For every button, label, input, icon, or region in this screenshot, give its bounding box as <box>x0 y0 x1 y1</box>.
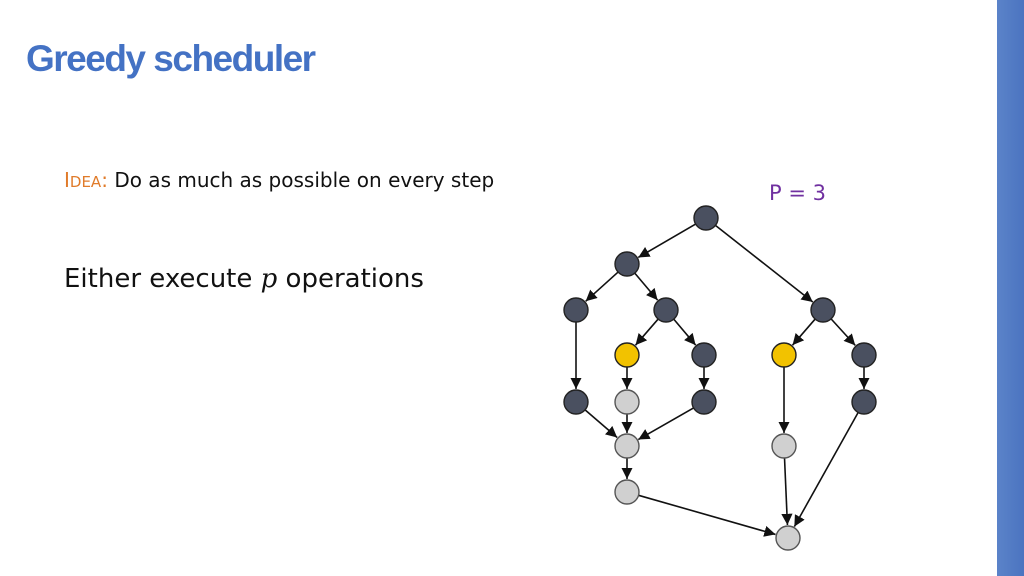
accent-sidebar <box>997 0 1024 576</box>
dag-node-final-pending <box>775 525 801 551</box>
processor-count-label: P = 3 <box>769 181 826 205</box>
dag-edge-J2-final <box>638 494 776 537</box>
dag-node-L-done <box>614 251 640 277</box>
dag-node-LRb2-done <box>691 389 717 415</box>
dag-edge-L-LR <box>634 272 659 301</box>
idea-text: Do as much as possible on every step <box>114 168 495 192</box>
dag-edge-R-RL <box>791 318 816 346</box>
idea-label-smallcaps: DEA <box>69 173 102 191</box>
idea-line: IDEA: Do as much as possible on every st… <box>64 168 494 192</box>
dag-edge-RL2-final <box>781 457 793 526</box>
dag-edge-LRb2-J1 <box>637 407 694 441</box>
dag-node-RL2-pending <box>771 433 797 459</box>
dag-edge-LL2-J1 <box>584 409 618 439</box>
dag-node-LRb-done <box>691 342 717 368</box>
dag-node-root-done <box>693 205 719 231</box>
dag-node-RR2-done <box>851 389 877 415</box>
dag-edge-L-LL <box>585 271 619 302</box>
dag-edge-root-R <box>714 224 814 303</box>
idea-label: IDEA: <box>64 168 108 192</box>
dag-node-LRa-ready <box>614 342 640 368</box>
dag-edges <box>570 223 870 537</box>
idea-label-initial: I <box>64 168 70 192</box>
dag-edge-RR2-final <box>793 412 859 528</box>
either-variable: p <box>260 264 278 294</box>
dag-node-J1-pending <box>614 433 640 459</box>
dag-nodes <box>563 205 877 551</box>
dag-node-LL-done <box>563 297 589 323</box>
dag-node-LL2-done <box>563 389 589 415</box>
dag-node-RR-done <box>851 342 877 368</box>
either-prefix: Either execute <box>64 264 261 294</box>
dag-edge-LR-LRb <box>673 318 697 346</box>
dag-node-J2-pending <box>614 479 640 505</box>
dag-node-R-done <box>810 297 836 323</box>
idea-label-colon: : <box>101 168 108 192</box>
dag-edge-root-L <box>637 223 697 259</box>
dag-edge-R-RR <box>830 318 856 346</box>
either-line: Either execute p operations <box>64 264 424 294</box>
dag-node-RL-ready <box>771 342 797 368</box>
slide-title: Greedy scheduler <box>26 38 316 79</box>
either-suffix: operations <box>277 264 424 294</box>
dag-node-LRa2-pending <box>614 389 640 415</box>
dag-node-LR-done <box>653 297 679 323</box>
dag-edge-LR-LRa <box>634 318 659 346</box>
